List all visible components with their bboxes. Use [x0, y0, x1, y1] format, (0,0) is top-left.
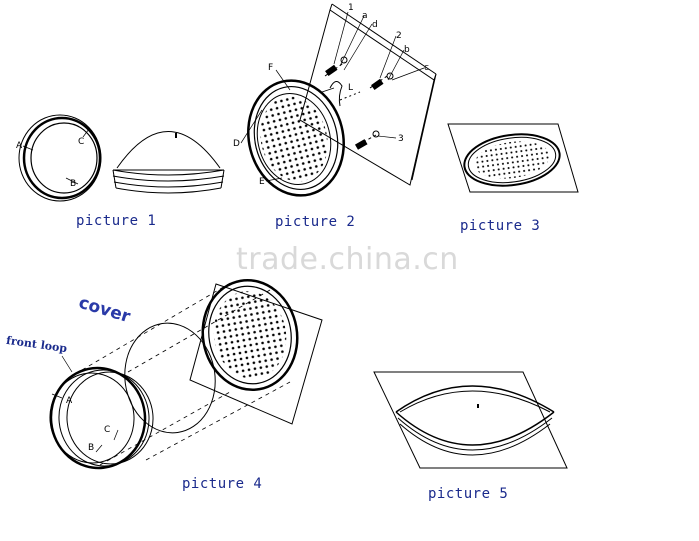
alignment-dashes	[81, 281, 291, 466]
caption-picture-2: picture 2	[275, 214, 356, 230]
led-panel	[247, 79, 345, 197]
diffuser-cover	[124, 322, 216, 434]
caption-picture-4: picture 4	[182, 476, 263, 492]
leader-lines	[22, 128, 90, 185]
mounted-lamp	[395, 385, 555, 456]
label-a-p2: a	[362, 11, 368, 21]
label-b2-p2: b	[404, 45, 410, 55]
label-l-p2: L	[348, 83, 353, 93]
caption-picture-1: picture 1	[76, 213, 157, 229]
ring-part	[18, 114, 102, 202]
front-ring	[49, 366, 154, 470]
label-b-p4: B	[88, 443, 94, 453]
ceiling-plate	[447, 123, 579, 193]
label-d2-p2: d	[372, 20, 378, 30]
picture-4-drawing	[49, 278, 323, 470]
ceiling-plate	[373, 371, 568, 469]
mounted-panel	[463, 133, 561, 187]
picture-2-drawing	[240, 3, 437, 197]
caption-picture-5: picture 5	[428, 486, 509, 502]
label-c2-p2: c	[424, 63, 429, 73]
part-labels: A C B F D E L 1 a d 2 b c 3 A C B	[16, 3, 429, 453]
caption-picture-3: picture 3	[460, 218, 541, 234]
leader-lines	[51, 355, 119, 453]
label-3-p2: 3	[398, 134, 404, 144]
label-c-p4: C	[104, 425, 110, 435]
label-a-p1: A	[16, 141, 23, 151]
label-2-p2: 2	[396, 31, 402, 41]
watermark: trade.china.cn	[236, 242, 459, 277]
label-b-p1: B	[70, 179, 76, 189]
label-d-p2: D	[233, 139, 240, 149]
wall-plate	[299, 3, 437, 186]
label-f-p2: F	[268, 63, 273, 73]
label-a-p4: A	[66, 396, 73, 406]
wall-plate	[189, 283, 323, 425]
label-e-p2: E	[259, 177, 265, 187]
leader-lines	[240, 11, 425, 182]
picture-1-drawing	[18, 114, 225, 202]
label-c-p1: C	[78, 137, 84, 147]
led-panel	[201, 278, 299, 392]
picture-3-drawing	[447, 123, 579, 193]
dome-cover-part	[112, 131, 225, 194]
label-1-p2: 1	[348, 3, 354, 13]
picture-5-drawing	[373, 371, 568, 469]
